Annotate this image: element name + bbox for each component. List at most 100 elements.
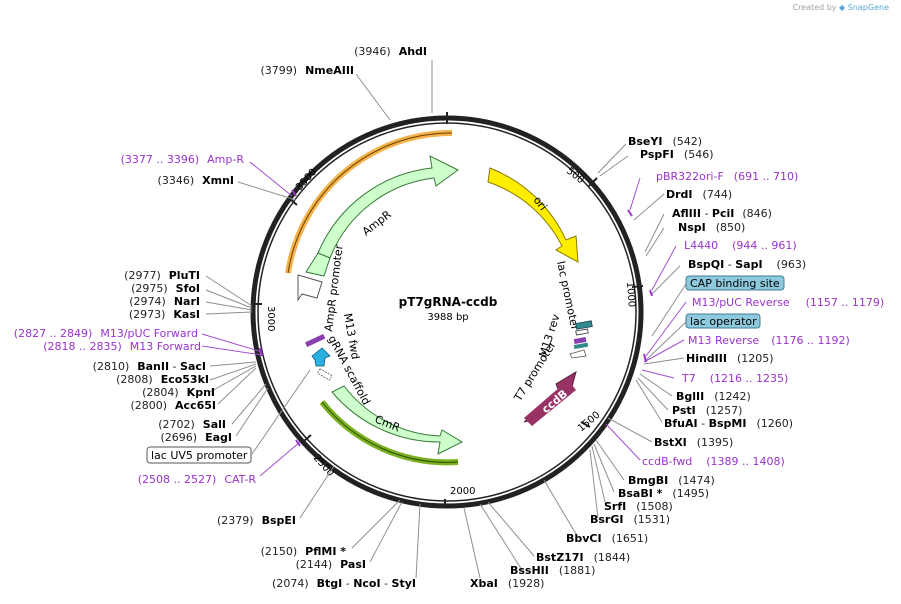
leader-btgi	[415, 503, 421, 579]
labels-left-bottom: (2508 .. 2527)CAT-R (2379)BspEI (2150)Pf…	[138, 473, 416, 590]
primer-m13-forward[interactable]: (2818 .. 2835)M13 Forward	[43, 340, 201, 353]
site-nspi[interactable]: NspI(850)	[678, 221, 745, 234]
m13-fwd-primer-marker	[305, 333, 326, 347]
leader-bstxi	[607, 417, 653, 443]
primer-ticks	[259, 189, 653, 447]
site-bfuai-bspmi[interactable]: BfuAI - BspMI(1260)	[664, 417, 793, 430]
tick-pbr322ori-f	[627, 209, 633, 217]
primer-pbr322ori-f[interactable]: pBR322ori-F(691 .. 710)	[656, 170, 798, 183]
site-drdi[interactable]: DrdI(744)	[666, 188, 732, 201]
leader-m13puc-rev	[645, 301, 687, 357]
site-bsrgi[interactable]: BsrGI(1531)	[590, 513, 670, 526]
cap-binding-site-box[interactable]	[685, 275, 785, 291]
cat-r-primer-band-line	[321, 401, 459, 463]
site-acc65i[interactable]: (2800)Acc65I	[130, 399, 216, 412]
lac-uv5-promoter-box[interactable]	[146, 446, 252, 464]
leader-cat-r	[259, 441, 301, 477]
site-bmgbi[interactable]: BmgBI(1474)	[628, 474, 715, 487]
tick-1500	[580, 421, 591, 428]
snapgene-brand: Created by ◆ SnapGene	[792, 3, 889, 12]
tick-2500	[303, 434, 312, 442]
site-pspfi[interactable]: PspFI(546)	[640, 148, 714, 161]
site-btgi-ncoi-styi[interactable]: (2074)BtgI - NcoI - StyI	[272, 577, 416, 590]
primer-l4440[interactable]: L4440(944 .. 961)	[684, 239, 797, 252]
primer-cat-r[interactable]: (2508 .. 2527)CAT-R	[138, 473, 257, 486]
site-bspei[interactable]: (2379)BspEI	[217, 514, 296, 527]
site-bbvci[interactable]: BbvCI(1651)	[566, 532, 648, 545]
leader-pasi	[369, 501, 403, 563]
site-bseyi[interactable]: BseYI(542)	[628, 135, 702, 148]
brand-prefix: Created by	[792, 3, 837, 12]
primer-ccdb-fwd[interactable]: ccdB-fwd(1389 .. 1408)	[642, 455, 785, 468]
leader-nspi	[645, 227, 665, 257]
labels-left: (3946)AhdI (3799)NmeAIII (3377 .. 3396)A…	[14, 45, 427, 444]
leader-kasi	[205, 311, 253, 315]
lac-region-markers	[569, 320, 593, 359]
site-ahdi[interactable]: (3946)AhdI	[354, 45, 427, 58]
leader-bseyi	[597, 143, 627, 174]
primer-amp-r[interactable]: (3377 .. 3396)Amp-R	[121, 153, 245, 166]
ori-arrow	[487, 167, 579, 263]
tick-m13-reverse	[643, 353, 647, 363]
leader-pbr322ori	[629, 177, 641, 211]
leader-srfi	[591, 445, 607, 507]
site-bsshii[interactable]: BssHII(1881)	[510, 564, 595, 577]
leader-bfuai	[635, 379, 663, 423]
leader-m13puc-fwd	[201, 333, 263, 353]
primer-m13puc-forward[interactable]: (2827 .. 2849)M13/pUC Forward	[14, 327, 198, 340]
tick-l4440	[649, 289, 653, 297]
site-banii-saci[interactable]: (2810)BanII - SacI	[93, 360, 206, 373]
site-eco53ki[interactable]: (2808)Eco53kI	[116, 373, 209, 386]
lac-operator-label: lac operator	[690, 315, 757, 328]
site-bsabi[interactable]: BsaBI *(1495)	[618, 487, 709, 500]
site-srfi[interactable]: SrfI(1508)	[604, 500, 673, 513]
site-kpni[interactable]: (2804)KpnI	[142, 386, 215, 399]
primer-t7[interactable]: T7(1216 .. 1235)	[681, 372, 788, 385]
tick-label-500: 500	[564, 166, 586, 186]
cap-binding-site-label: CAP binding site	[690, 277, 780, 290]
lac-operator-box[interactable]	[685, 313, 761, 329]
plasmid-name: pT7gRNA-ccdb	[399, 295, 498, 309]
leader-psti	[637, 377, 669, 411]
tick-label-3000: 3000	[265, 306, 276, 331]
site-kasi[interactable]: (2973)KasI	[129, 308, 200, 321]
primer-m13-reverse[interactable]: M13 Reverse(1176 .. 1192)	[688, 334, 850, 347]
site-nmeaiii[interactable]: (3799)NmeAIII	[261, 64, 355, 77]
site-eagi[interactable]: (2696)EagI	[161, 431, 232, 444]
leader-bglii	[639, 373, 673, 397]
lac-uv5-arrow	[311, 347, 331, 367]
leader-nari	[205, 301, 253, 311]
leader-sfoi	[205, 289, 253, 309]
site-pluti[interactable]: (2977)PluTI	[124, 269, 200, 282]
site-pflmi[interactable]: (2150)PflMI *	[261, 545, 347, 558]
site-psti[interactable]: PstI(1257)	[672, 404, 742, 417]
site-pasi[interactable]: (2144)PasI	[296, 558, 366, 571]
site-xbai[interactable]: XbaI(1928)	[470, 577, 544, 590]
leader-eagi	[235, 387, 269, 437]
leader-bstz17i	[487, 501, 535, 557]
tick-amp-r	[291, 189, 297, 197]
site-afliii-pcii[interactable]: AflIII - PciI(846)	[672, 207, 772, 220]
leader-lines-left	[201, 60, 433, 579]
leader-pflmi	[351, 499, 401, 549]
primer-m13puc-reverse[interactable]: M13/pUC Reverse(1157 .. 1179)	[692, 296, 884, 309]
grna-scaffold-marker	[316, 368, 333, 381]
site-xmni[interactable]: (3346)XmnI	[158, 174, 234, 187]
site-bstxi[interactable]: BstXI(1395)	[654, 436, 733, 449]
leader-lac-uv5	[251, 369, 311, 455]
site-sali[interactable]: (2702)SalI	[158, 418, 226, 431]
leader-hindiii	[643, 357, 685, 365]
ampr-label: AmpR	[360, 208, 394, 239]
site-bspqi-sapi[interactable]: BspQI - SapI(963)	[688, 258, 806, 271]
site-bstz17i[interactable]: BstZ17I(1844)	[536, 551, 630, 564]
cap-marker	[575, 320, 593, 330]
leader-banii	[209, 361, 257, 367]
site-nari[interactable]: (2974)NarI	[129, 295, 200, 308]
site-bglii[interactable]: BglII(1242)	[676, 390, 751, 403]
ccdb-arrow-body	[524, 380, 576, 426]
leader-pluti	[205, 275, 253, 307]
site-hindiii[interactable]: HindIII(1205)	[686, 352, 774, 365]
site-sfoi[interactable]: (2975)SfoI	[131, 282, 200, 295]
